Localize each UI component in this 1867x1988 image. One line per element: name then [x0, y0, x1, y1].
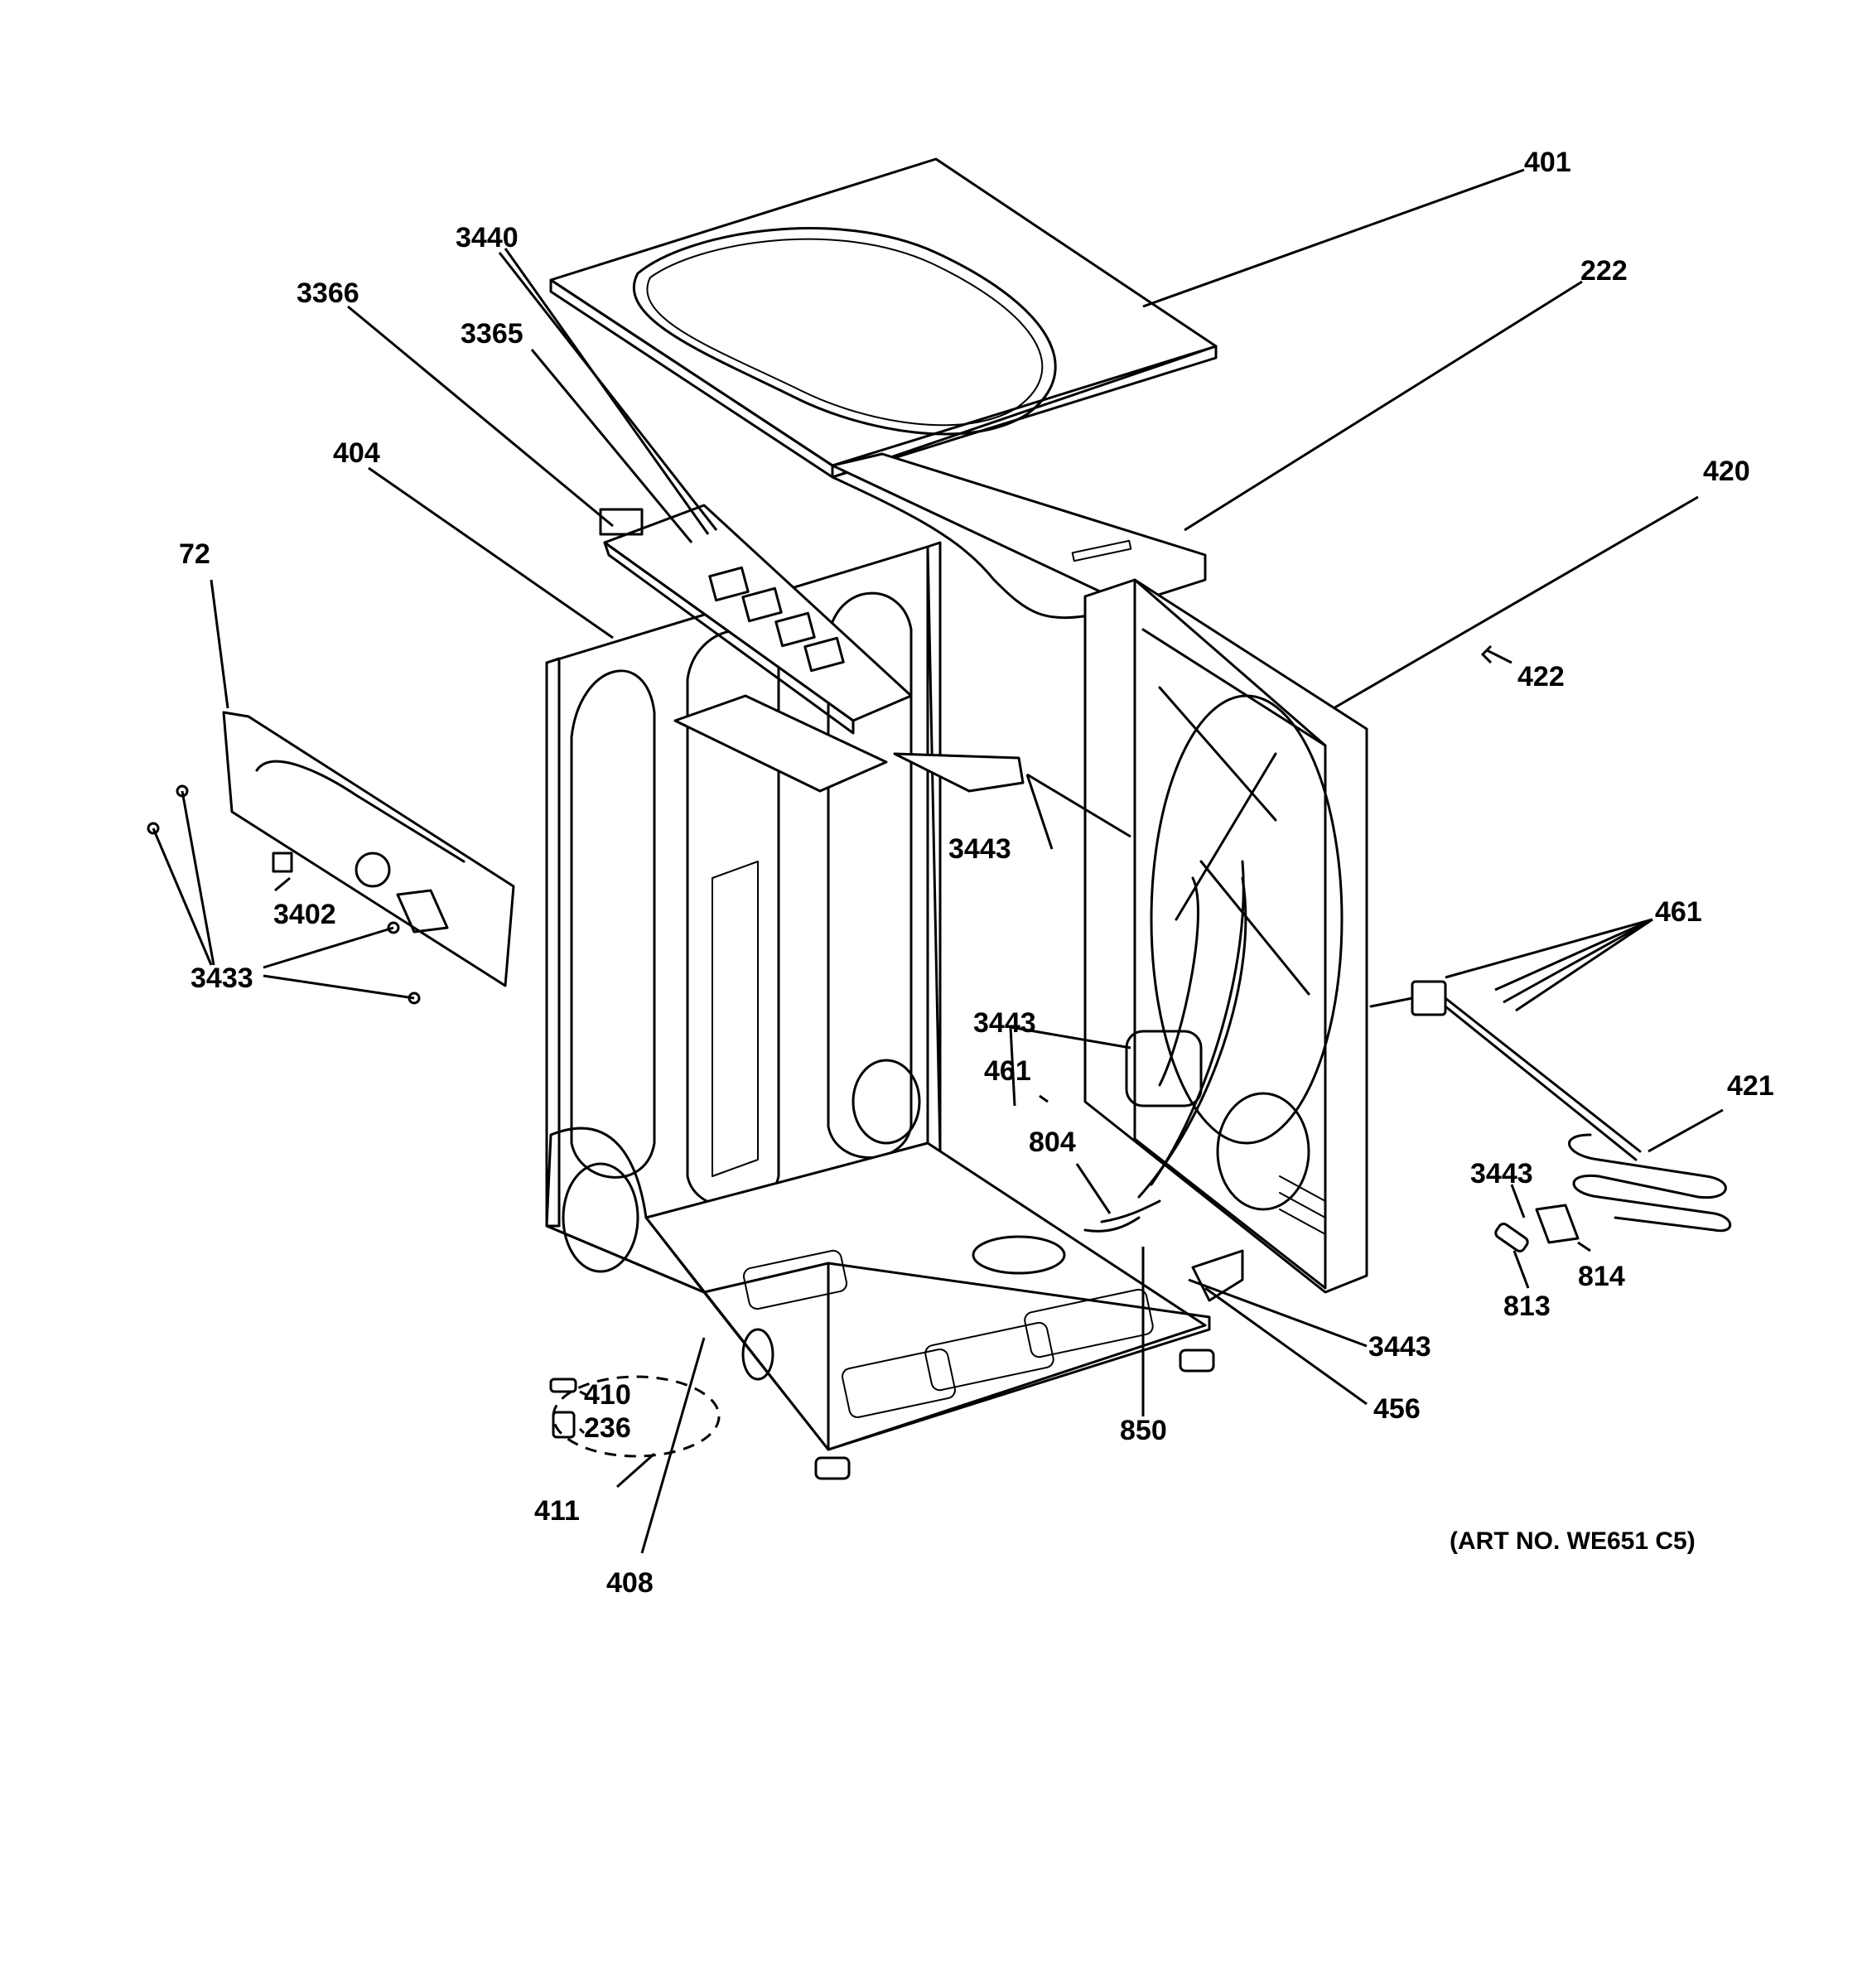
thermal-fuse	[1494, 1223, 1529, 1252]
callout-236: 236	[584, 1412, 631, 1444]
callout-3443-fuse: 3443	[1470, 1158, 1533, 1189]
foot-detail-ellipse	[552, 1375, 721, 1458]
callout-3433: 3433	[191, 963, 253, 994]
control-board-assembly	[599, 504, 1025, 793]
callout-401: 401	[1524, 147, 1571, 178]
top-panel	[549, 157, 1218, 479]
callout-3440: 3440	[456, 222, 519, 253]
heater-element	[1568, 1133, 1732, 1233]
callout-3365: 3365	[461, 318, 523, 350]
callout-422: 422	[1517, 661, 1565, 692]
callout-804: 804	[1029, 1127, 1076, 1158]
foot-detail	[549, 1375, 721, 1458]
callout-404: 404	[333, 437, 380, 469]
callout-410: 410	[584, 1379, 631, 1411]
rear-access-panel	[222, 711, 515, 987]
callout-3402: 3402	[273, 899, 336, 930]
callout-labels: 401 222 3440 3366 3365 404 420 72 422 34…	[179, 147, 1774, 1599]
callout-3366: 3366	[297, 277, 359, 309]
callout-850: 850	[1120, 1415, 1167, 1446]
callout-814: 814	[1578, 1261, 1625, 1292]
bracket-456	[1191, 1249, 1244, 1302]
cabinet	[545, 541, 1215, 1480]
callout-72: 72	[179, 538, 210, 570]
leader-lines	[152, 168, 1724, 1554]
wire-harness	[1083, 1199, 1161, 1233]
callout-461-screw: 461	[984, 1055, 1031, 1087]
callout-411: 411	[534, 1495, 580, 1527]
thermostat	[1535, 1204, 1580, 1244]
art-number-note: (ART NO. WE651 C5)	[1450, 1527, 1696, 1555]
callout-3443-upper: 3443	[948, 833, 1011, 865]
power-cord-bracket	[1369, 980, 1642, 1161]
callout-3443-middle: 3443	[973, 1007, 1036, 1039]
callout-813: 813	[1503, 1291, 1551, 1322]
vent-louvres	[1279, 1175, 1326, 1235]
leveling-foot	[1179, 1349, 1215, 1373]
callout-408: 408	[606, 1567, 654, 1599]
leveling-foot	[814, 1456, 851, 1480]
callout-421: 421	[1727, 1070, 1774, 1102]
callout-461-cord: 461	[1655, 896, 1702, 928]
callout-456: 456	[1373, 1393, 1421, 1425]
rear-bulkhead	[1083, 578, 1368, 1294]
callout-222: 222	[1580, 255, 1628, 287]
callout-3443-lower: 3443	[1368, 1331, 1431, 1363]
clip-3402	[272, 852, 293, 873]
callout-420: 420	[1703, 456, 1750, 487]
